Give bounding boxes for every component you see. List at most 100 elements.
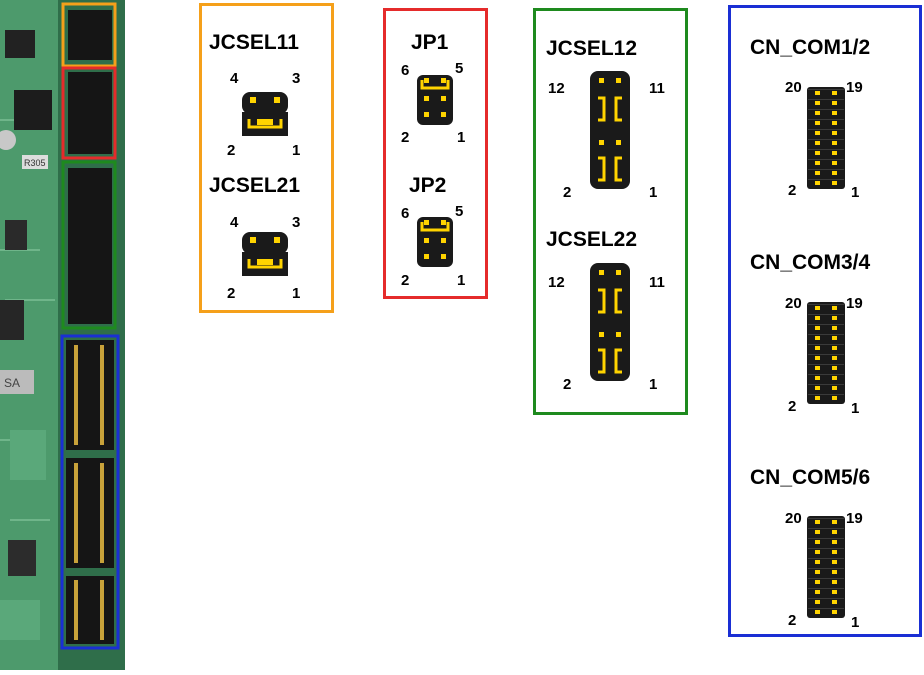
header-pin	[815, 181, 820, 185]
header-pin	[815, 386, 820, 390]
pin-label: 2	[788, 612, 797, 629]
pin-label: 1	[457, 129, 466, 146]
group-orange-frame	[199, 3, 334, 313]
header-pin	[815, 376, 820, 380]
header-pin	[815, 540, 820, 544]
pin-label: 19	[846, 510, 863, 527]
group-green-frame	[533, 8, 688, 415]
header-row-divider	[808, 548, 844, 549]
header-pin	[815, 396, 820, 400]
header-pin	[815, 306, 820, 310]
jumper-header-jcsel12	[590, 71, 630, 189]
header-pin	[832, 316, 837, 320]
header-title-jp2: JP2	[409, 174, 447, 197]
header-row-divider	[808, 354, 844, 355]
header-pin	[832, 386, 837, 390]
header-row-divider	[808, 384, 844, 385]
header-row-divider	[808, 568, 844, 569]
pin-label: 20	[785, 79, 802, 96]
header-row-divider	[808, 344, 844, 345]
header-row-divider	[808, 608, 844, 609]
header-pin	[815, 121, 820, 125]
header-pin	[832, 101, 837, 105]
header-pin	[832, 530, 837, 534]
header-row-divider	[808, 528, 844, 529]
header-pin	[832, 111, 837, 115]
pin-label: 3	[292, 214, 301, 231]
header-pin	[815, 151, 820, 155]
header-pin	[815, 366, 820, 370]
pin-label: 11	[649, 80, 665, 97]
header-row-divider	[808, 139, 844, 140]
header-pin	[815, 530, 820, 534]
header-pin	[815, 131, 820, 135]
group-red-frame	[383, 8, 488, 299]
pin-label: 1	[292, 142, 301, 159]
header-pin	[815, 101, 820, 105]
pin-label: 3	[292, 70, 301, 87]
pin-label: 4	[230, 70, 239, 87]
pin-label: 2	[563, 376, 572, 393]
board-photo: R305 SA	[0, 0, 125, 670]
pin-label: 2	[401, 272, 410, 289]
header-title-jcsel21: JCSEL21	[209, 174, 301, 197]
header-pin	[832, 560, 837, 564]
pin-label: 12	[548, 274, 565, 291]
header-pin	[815, 171, 820, 175]
pin-label: 1	[292, 285, 301, 302]
pin-label: 6	[401, 205, 410, 222]
header-pin	[832, 520, 837, 524]
header-pin	[832, 550, 837, 554]
header-pin	[832, 326, 837, 330]
pin-label: 1	[649, 376, 658, 393]
jumper-header-jp2	[417, 217, 453, 267]
header-row-divider	[808, 394, 844, 395]
header-pin	[832, 366, 837, 370]
header-pin	[832, 181, 837, 185]
header-pin	[815, 520, 820, 524]
header-row-divider	[808, 169, 844, 170]
pin-header-cn-com3-4	[807, 302, 845, 404]
header-pin	[815, 316, 820, 320]
header-title-jcsel12: JCSEL12	[546, 37, 638, 60]
header-pin	[832, 161, 837, 165]
header-row-divider	[808, 538, 844, 539]
header-row-divider	[808, 179, 844, 180]
header-row-divider	[808, 99, 844, 100]
header-pin	[832, 600, 837, 604]
header-pin	[832, 171, 837, 175]
jumper-header-jcsel11	[242, 92, 288, 136]
pin-label: 2	[401, 129, 410, 146]
pin-label: 1	[851, 400, 860, 417]
header-pin	[832, 580, 837, 584]
pin-label: 2	[227, 142, 236, 159]
pin-label: 2	[788, 398, 797, 415]
header-row-divider	[808, 314, 844, 315]
header-row-divider	[808, 119, 844, 120]
header-row-divider	[808, 149, 844, 150]
silkscreen-text-1: R305	[24, 158, 46, 168]
header-title-jcsel22: JCSEL22	[546, 228, 638, 251]
pin-label: 1	[851, 614, 860, 631]
header-pin	[815, 550, 820, 554]
header-row-divider	[808, 324, 844, 325]
header-pin	[815, 356, 820, 360]
pin-label: 1	[457, 272, 466, 289]
header-pin	[815, 600, 820, 604]
header-pin	[832, 91, 837, 95]
header-pin	[815, 326, 820, 330]
pin-label: 19	[846, 79, 863, 96]
pin-label: 19	[846, 295, 863, 312]
header-pin	[832, 141, 837, 145]
header-title-jp1: JP1	[411, 31, 449, 54]
header-pin	[815, 141, 820, 145]
header-pin	[832, 131, 837, 135]
header-row-divider	[808, 518, 844, 519]
header-title-cn-com5-6: CN_COM5/6	[750, 466, 871, 489]
header-row-divider	[808, 89, 844, 90]
header-pin	[832, 376, 837, 380]
group-blue-frame	[728, 5, 922, 637]
header-row-divider	[808, 598, 844, 599]
pin-label: 5	[455, 60, 464, 77]
pin-header-cn-com5-6	[807, 516, 845, 618]
